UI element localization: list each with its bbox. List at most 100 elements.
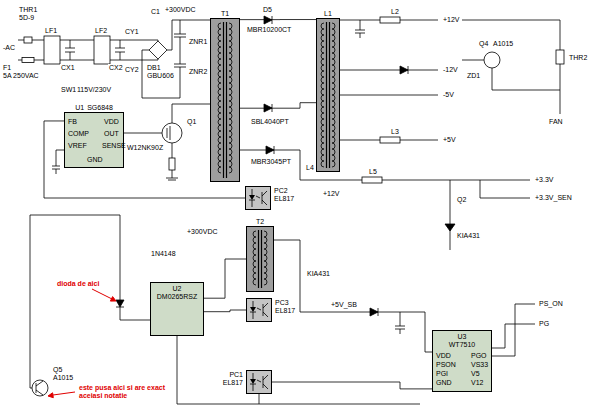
component-label: LF2 xyxy=(94,27,108,35)
thermistor-symbol xyxy=(24,37,32,43)
component-label: MBR10200CT xyxy=(246,26,292,34)
wire xyxy=(18,40,158,41)
wire xyxy=(400,312,401,326)
component-label: SBL4040PT xyxy=(250,118,290,126)
transistor-symbol xyxy=(32,380,48,396)
capacitor-plate xyxy=(115,48,125,49)
component-label: +3.3V xyxy=(534,176,555,184)
coil-symbol xyxy=(247,227,273,291)
wire xyxy=(480,180,530,198)
component-label: CX2 xyxy=(108,64,124,72)
core-line xyxy=(261,230,262,288)
component-label: L2 xyxy=(390,8,400,16)
wire-connector xyxy=(204,310,246,312)
part-number: EL817 xyxy=(223,379,243,387)
text-group: PC3EL817 xyxy=(274,299,296,315)
text-group: U3WT7510 xyxy=(448,333,476,349)
component-label: ZD1 xyxy=(466,72,481,80)
wire xyxy=(56,169,57,174)
pin-name: VDD xyxy=(103,118,120,126)
pin-name: PSON xyxy=(435,361,457,369)
wire-connector xyxy=(204,259,246,298)
text-group: T1 xyxy=(220,10,230,18)
component-label: C1 xyxy=(150,8,161,16)
component-label: L5 xyxy=(368,168,378,176)
arrow-head xyxy=(110,297,116,302)
ground-symbol xyxy=(166,178,178,179)
part-number: WT7510 xyxy=(449,341,475,349)
optocoupler-symbol xyxy=(247,371,271,393)
component-label: SW1 xyxy=(60,86,77,94)
core-line xyxy=(223,22,224,178)
component-label: CY1 xyxy=(124,28,140,36)
component-label: -5V xyxy=(442,91,455,99)
optocoupler-lines xyxy=(250,373,268,391)
component-label: W12NK90Z xyxy=(126,144,164,152)
mosfet-symbol xyxy=(162,123,182,143)
component-label: GBU606 xyxy=(146,72,175,80)
capacitor-plate xyxy=(65,48,75,49)
wire xyxy=(560,64,561,114)
pin-name: OUT xyxy=(103,130,120,138)
optocoupler-symbol xyxy=(247,299,271,321)
wire xyxy=(70,52,71,60)
text-group: U1SG6848 xyxy=(74,104,114,112)
annotation-note: dioda de aici xyxy=(56,280,100,288)
annotation-arrow xyxy=(92,289,112,299)
component-label: A1015 xyxy=(492,40,514,48)
part-designator: PC2 xyxy=(274,187,294,195)
component-label: CX1 xyxy=(60,64,76,72)
component-label: CY2 xyxy=(124,66,140,74)
component-label: 5A 250VAC xyxy=(2,72,40,80)
wire xyxy=(492,68,560,90)
diode-bar xyxy=(378,308,379,316)
pin-name: GND xyxy=(86,156,104,164)
component-label: Q5 xyxy=(52,366,63,374)
component-label: ZNR2 xyxy=(188,68,208,76)
wire xyxy=(30,215,32,388)
wire xyxy=(274,240,432,352)
capacitor-plate xyxy=(174,34,186,35)
wire-connector xyxy=(240,103,316,109)
component-label: LF1 xyxy=(44,27,58,35)
ground-symbol xyxy=(168,180,176,181)
led-symbol xyxy=(250,307,256,312)
wire xyxy=(259,394,260,404)
optocoupler-box: PC2EL817 xyxy=(245,186,271,210)
diode-symbol xyxy=(116,300,124,307)
component-label: Q2 xyxy=(456,196,467,204)
optocoupler-lines xyxy=(250,301,268,319)
annotation-arrow xyxy=(53,392,75,395)
component-label: THR2 xyxy=(568,54,588,62)
wire xyxy=(462,20,560,50)
pin-name: GND xyxy=(435,379,453,387)
diode-bar xyxy=(408,66,409,74)
transistor-lead xyxy=(36,381,43,386)
pin-name: FB xyxy=(67,118,78,126)
component-label: L4 xyxy=(305,164,315,172)
wire-connector xyxy=(272,382,432,389)
component-label: 115V/230V xyxy=(76,86,112,94)
winding xyxy=(332,23,335,167)
transformer-box: L1 xyxy=(316,18,340,172)
component-label: THR1 xyxy=(18,6,38,14)
wire xyxy=(340,70,438,71)
component-label: KIA431 xyxy=(456,232,481,240)
component-label: KIA431 xyxy=(306,270,331,278)
wire xyxy=(492,324,535,348)
annotation-arrows xyxy=(48,289,116,398)
fuse-symbol xyxy=(22,58,34,63)
wire xyxy=(142,50,180,98)
inductor-symbol xyxy=(380,17,400,23)
optocoupler-box: PC1EL817 xyxy=(246,370,272,394)
pin-name: V12 xyxy=(470,379,484,387)
ic-chip-box: U2DM0265RSZ xyxy=(150,282,204,336)
wire xyxy=(450,180,451,250)
winding xyxy=(218,23,221,173)
wire xyxy=(70,40,71,48)
wire xyxy=(120,307,150,320)
optocoupler-lines xyxy=(249,189,267,207)
component-label: Q1 xyxy=(186,118,197,126)
wire xyxy=(120,52,121,60)
